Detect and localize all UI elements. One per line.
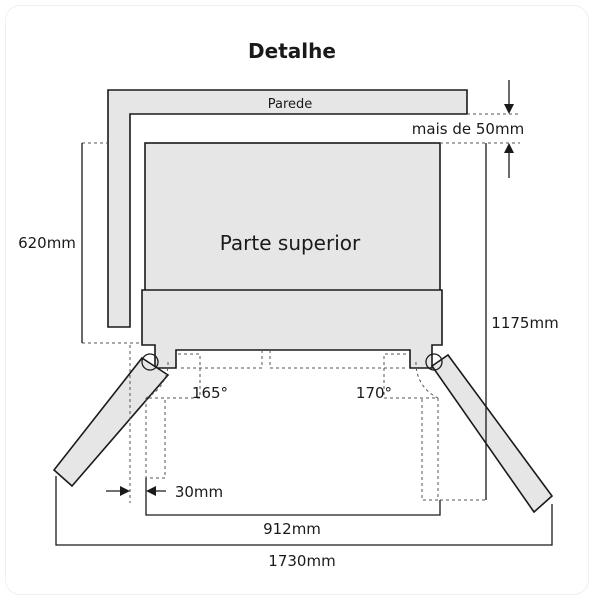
fridge-top [144,142,441,292]
angle-left-label: 165° [192,384,228,402]
inner-dash-left [178,350,263,369]
width-dim-line [145,478,441,516]
total-width-label: 1730mm [268,552,335,570]
left-swing-guide [146,353,201,399]
right-clearance-box [421,398,439,501]
clearance-arrow-down-icon [504,104,514,114]
fridge-door-base [141,289,443,369]
left-hinge [141,353,159,371]
gap-label: 30mm [175,483,223,501]
diagram-title: Detalhe [248,39,336,63]
right-swing-guide [383,353,438,399]
depth-label: 620mm [18,234,76,252]
wall-shape [107,89,468,328]
total-width-dim-line [55,476,553,546]
gap-arrow-right-icon [120,486,130,496]
left-door [52,356,170,488]
clearance-label: mais de 50mm [412,120,524,138]
inner-dash-right [269,350,408,369]
right-door [430,353,554,514]
wall-label: Parede [268,97,313,112]
right-hinge [425,353,443,371]
angle-right-label: 170° [356,384,392,402]
width-label: 912mm [263,520,321,538]
gap-arrow-left-icon [146,486,156,496]
top-label: Parte superior [220,231,361,255]
left-clearance-box [145,398,166,479]
clearance-arrow-up-icon [504,143,514,153]
total-depth-label: 1175mm [491,314,558,332]
